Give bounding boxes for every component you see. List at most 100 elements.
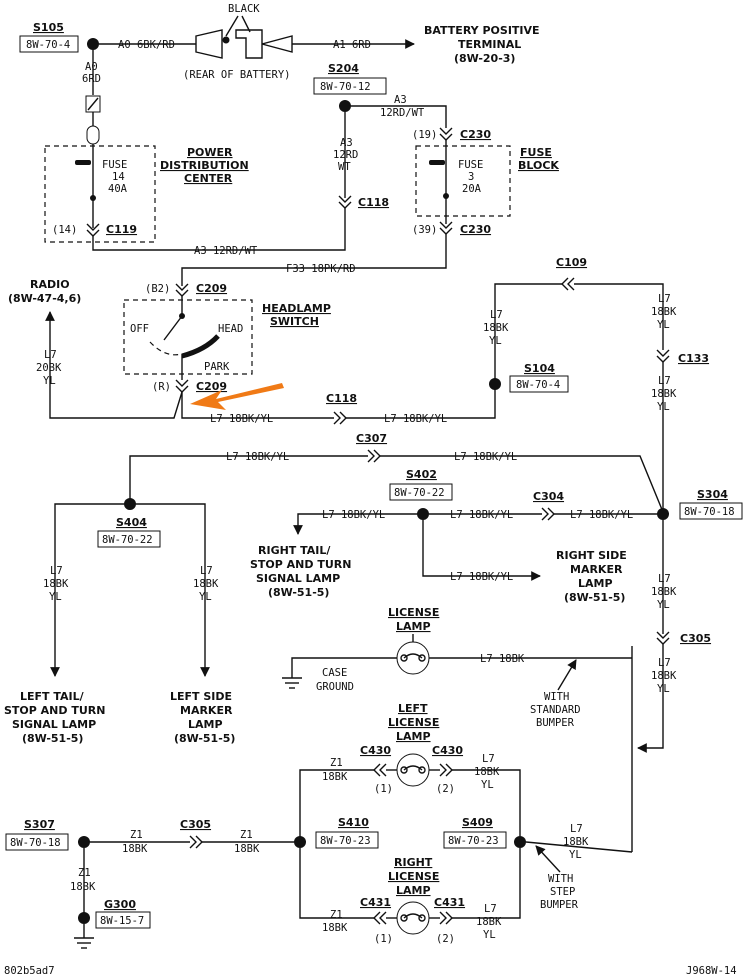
c118a-connector [338,195,352,209]
right-wire-label-2: 18BK [651,306,677,318]
c209-bottom-pin: (R) [152,381,171,393]
left-license-z1: Z1 [330,757,343,769]
right-license-z1: Z1 [330,909,343,921]
s402-label: S402 [406,468,437,481]
wire-s402-right-label: L7 18BK/YL [570,509,633,521]
s404-left-wire-2: 18BK [43,578,69,590]
g300-label: G300 [104,898,136,911]
right-license-l7-2: 18BK [476,916,502,928]
right-side-line-4: (8W-51-5) [564,591,625,604]
s204-ref: 8W-70-12 [320,81,371,93]
fuseblock-title-1: FUSE [520,146,552,159]
s404-label: S404 [116,516,147,529]
wire-s402-left-label: L7 18BK/YL [322,509,385,521]
wire-f33-label: F33 18PK/RD [286,263,356,275]
s204-box [313,77,387,95]
fuseblock-box [415,145,511,217]
s404-left-wire-1: L7 [50,565,63,577]
s307-box [5,833,69,851]
wire-right-license-ground [299,848,374,919]
right-side-line-2: MARKER [570,563,623,576]
headlamp-switch-box [123,299,253,375]
battery-ref: (8W-20-3) [454,52,515,65]
s409-box [443,831,507,849]
s409-wire-l7-3: YL [569,849,582,861]
s409-wire-l7-1: L7 [570,823,583,835]
left-tail-line-1: LEFT TAIL/ [20,690,85,703]
wire-a3-v-label-1: A3 [340,137,353,149]
c230-top-connector [439,127,453,141]
right-wire-label-6: YL [657,401,670,413]
s307-label: S307 [24,818,55,831]
g300-ref: 8W-15-7 [100,915,144,927]
ground-icon-g300 [74,937,94,949]
left-side-line-3: LAMP [188,718,223,731]
pdc-title-2: DISTRIBUTION [160,159,249,172]
left-side-line-2: MARKER [180,704,233,717]
license-lamp-title-2: LAMP [396,620,431,633]
pdc-fuse-label: FUSE [102,159,127,171]
c430-right-connector [439,763,453,777]
wire-a1-label: A1 6RD [333,39,371,51]
step-bumper-line-1: WITH [548,873,573,885]
rc-wire-label-1: L7 [658,573,671,585]
c430-pin-1: (1) [374,783,393,795]
c109-connector [561,277,575,291]
license-lamp-ground-wire [291,657,397,678]
s104-wire-label-3: YL [489,335,502,347]
s404-right-wire-3: YL [199,591,212,603]
c209-bottom-connector [175,379,189,393]
s404-right-wire-2: 18BK [193,578,219,590]
g300-splice-dot [78,912,90,924]
right-tail-line-4: (8W-51-5) [268,586,329,599]
ground-icon-case [282,677,302,689]
c430-left-connector [373,763,387,777]
wire-f33 [181,234,447,286]
left-license-bulb-icon [396,753,430,787]
fuseblock-title-2: BLOCK [518,159,559,172]
s404-left-wire-3: YL [49,591,62,603]
s402-ref: 8W-70-22 [394,487,445,499]
s404-right-wire-1: L7 [200,565,213,577]
wire-l7-c-label: L7 18BK/YL [226,451,289,463]
wire-l7-d-label: L7 18BK/YL [454,451,517,463]
s104-label: S104 [524,362,555,375]
c230-top-label: C230 [460,128,491,141]
headlamp-switch-title-2: SWITCH [270,315,319,328]
black-leader-1 [225,15,239,37]
c133-connector [656,349,670,363]
switch-contact-arc [181,334,220,359]
left-side-line-1: LEFT SIDE [170,690,232,703]
wire-a3-top-label-2: 12RD/WT [380,107,425,119]
s404-box [97,530,161,548]
wire-s404-left [50,503,124,677]
c119-pin: (14) [52,224,77,236]
left-license-l7-1: L7 [482,753,495,765]
switch-park-label: PARK [204,361,230,373]
s410-ref: 8W-70-23 [320,835,371,847]
footer-code-left: 802b5ad7 [4,965,55,977]
wire-c307-right [380,455,664,513]
s204-label: S204 [328,62,359,75]
wire-radio [45,311,183,419]
step-bumper-pointer [535,845,561,873]
s410-wire-gauge: 18BK [234,843,260,855]
c118a-label: C118 [358,196,389,209]
s307-splice-dot [78,836,90,848]
license-lamp-bulb-icon [396,641,430,675]
fuseblock-fuse-label: FUSE [458,159,483,171]
wire-left-license-feed [452,769,521,836]
wire-right-license-feed [452,848,521,919]
c209-top-pin: (B2) [145,283,170,295]
step-bumper-line-2: STEP [550,886,575,898]
fuseblock-fuse-amps: 20A [462,183,482,195]
black-leader-2 [241,15,251,33]
rc-wire-label-4: L7 [658,657,671,669]
wire-l7-b-label: L7 18BK/YL [384,413,447,425]
c230-bottom-pin: (39) [412,224,437,236]
right-license-l7-1: L7 [484,903,497,915]
c230-top-pin: (19) [412,129,437,141]
s105-box [19,35,79,53]
left-license-z1-gauge: 18BK [322,771,348,783]
left-license-l7-3: YL [481,779,494,791]
